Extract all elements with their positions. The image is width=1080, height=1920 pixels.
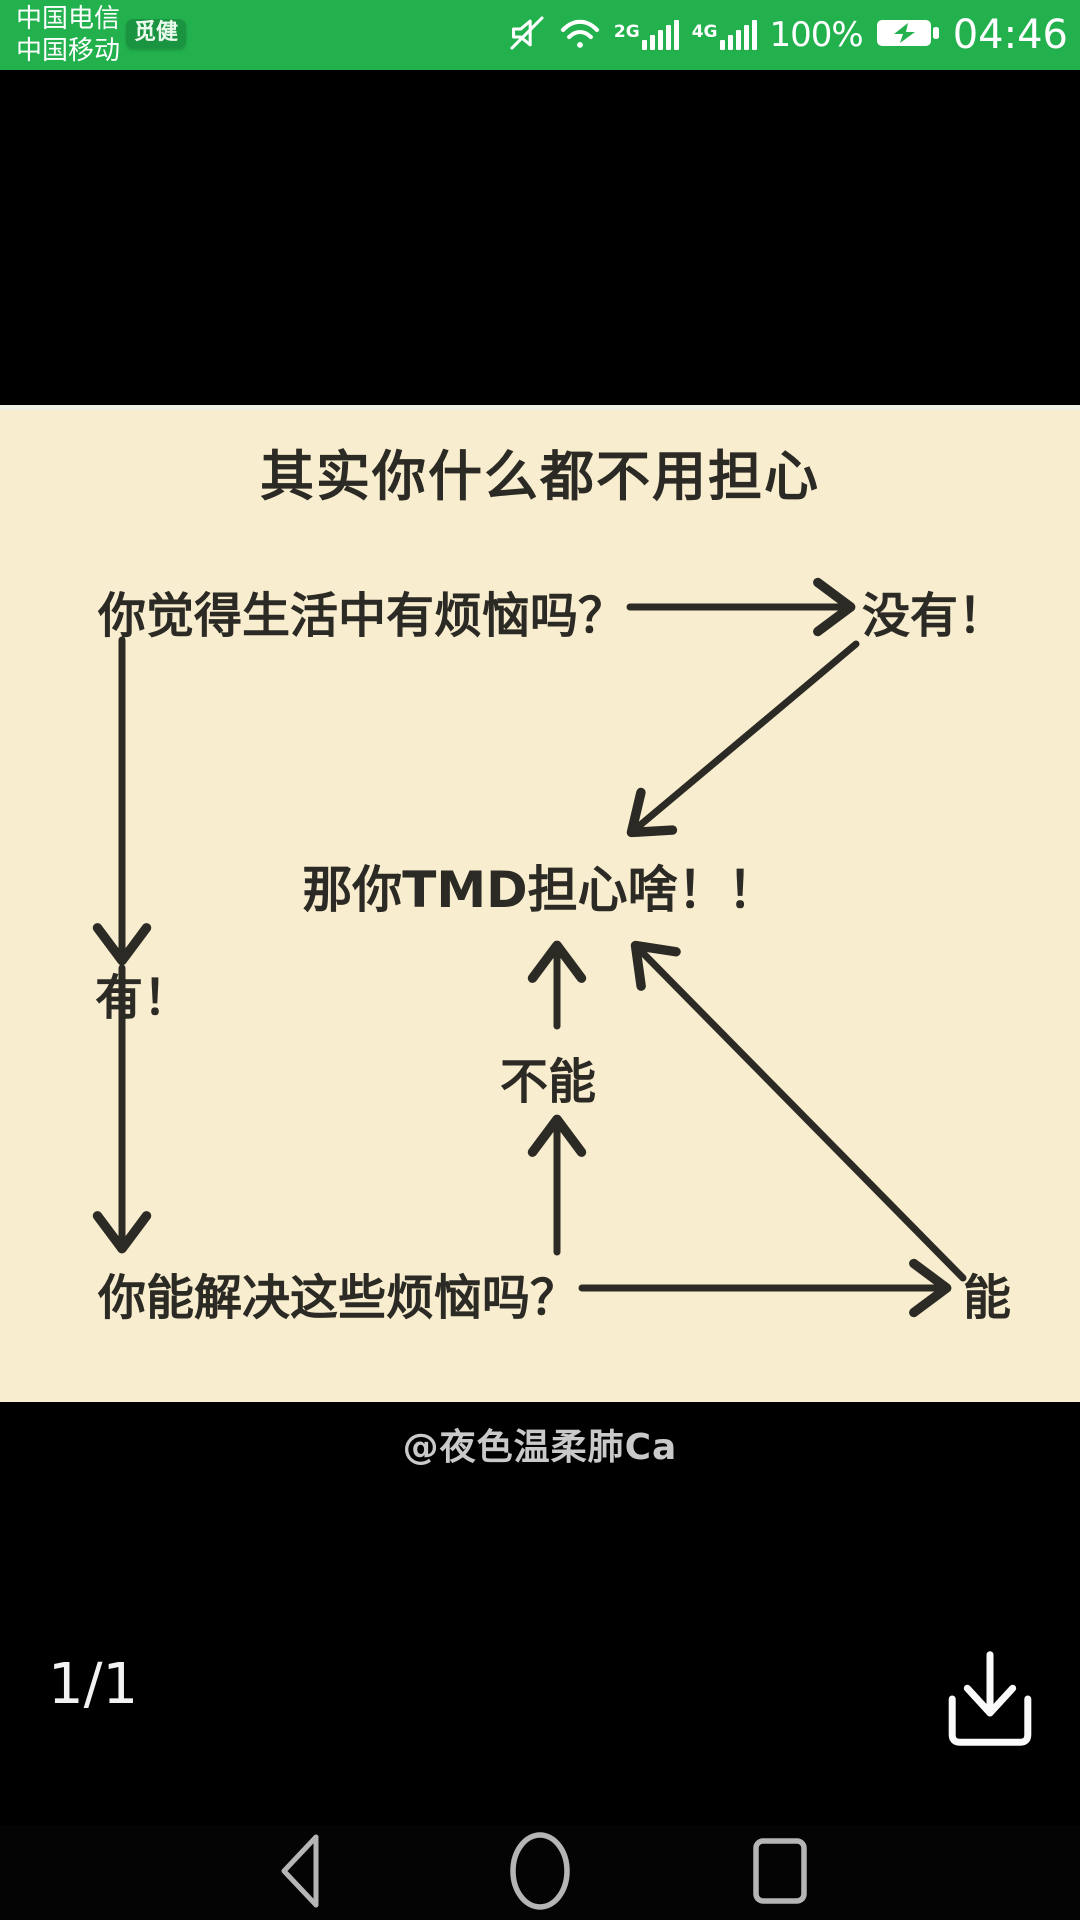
- battery-charging-icon: [876, 17, 940, 53]
- clock: 04:46: [952, 12, 1068, 58]
- page-indicator: 1/1: [48, 1652, 139, 1717]
- recent-apps-button[interactable]: [700, 1825, 860, 1920]
- meme-answer-can: 能: [963, 1270, 1012, 1326]
- meme-center-text: 那你TMD担心啥！！: [302, 861, 778, 919]
- back-icon: [273, 1829, 327, 1916]
- back-button[interactable]: [220, 1825, 380, 1920]
- viewed-image[interactable]: 其实你什么都不用担心 你觉得生活中有烦恼吗？ 没有！ 那你TMD担心啥！！ 有！…: [0, 405, 1080, 1402]
- home-button[interactable]: [460, 1825, 620, 1920]
- carrier-name-2: 中国移动: [16, 36, 121, 66]
- meme-answer-cannot: 不能: [500, 1054, 597, 1110]
- battery-percent: 100%: [769, 15, 864, 55]
- carrier-name-1: 中国电信: [16, 4, 121, 34]
- download-button[interactable]: [932, 1642, 1048, 1758]
- wifi-icon: [559, 16, 601, 54]
- meme-title: 其实你什么都不用担心: [260, 445, 820, 508]
- meme-question-bottom: 你能解决这些烦恼吗？: [98, 1270, 579, 1326]
- app-float-badge[interactable]: 觅健: [126, 19, 187, 48]
- status-icons: 2G 4G 100% 04:46: [508, 12, 1068, 58]
- status-bar: 中国电信 中国移动 觅健 2G 4G 100%: [0, 0, 1080, 70]
- recent-apps-icon: [751, 1836, 809, 1909]
- mute-icon: [508, 14, 546, 56]
- carrier-block: 中国电信 中国移动 觅健: [16, 3, 187, 67]
- meme-question-top: 你觉得生活中有烦恼吗？: [98, 588, 627, 644]
- download-icon: [936, 1650, 1044, 1756]
- meme-answer-yes: 有！: [95, 970, 192, 1026]
- image-watermark: @夜色温柔肺Ca: [402, 1427, 678, 1468]
- signal-bars-2g: 2G: [614, 20, 679, 50]
- meme-answer-no: 没有！: [862, 588, 1007, 644]
- signal-bars-4g: 4G: [692, 20, 757, 50]
- flowchart-arrows: [92, 577, 967, 1318]
- home-circle-icon: [508, 1830, 572, 1915]
- android-nav-bar: [0, 1825, 1080, 1920]
